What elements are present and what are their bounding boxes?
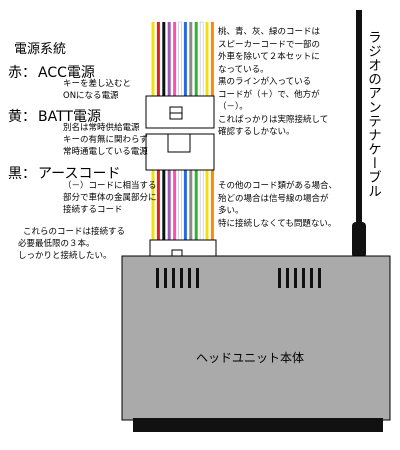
antenna-cable-label: ラジオのアンテナケーブル [365,30,381,198]
speaker-note-line-2: スピーカーコードで一部の [218,39,321,50]
vent-slots-right [278,268,321,288]
speaker-note-line-4: なっている。 [218,64,269,75]
legend-red-desc-2: ONになる電源 [63,91,119,101]
legend-red-desc-1: キーを差し込むと [63,79,132,89]
legend-yellow-name: BATT電源 [38,109,101,125]
connector-upper [145,95,215,129]
other-wires-note-line-3: 多い。 [218,206,244,216]
legend-black-name: アースコード [38,166,121,182]
vent-slot [180,268,183,288]
speaker-note-line-1: 桃、青、灰、緑のコードは [218,27,321,37]
vent-slot [278,268,281,288]
wire-bundle-lower [151,169,214,241]
other-wires-note: その他のコード類がある場合、 殆どの場合は信号線の場合が 多い。 特に接続しなく… [218,180,337,230]
legend-yellow-desc-1: 別名は常時供給電源 [63,123,140,133]
legend-yellow-key: 黄： [8,109,36,125]
legend-black-key: 黒： [8,166,36,182]
speaker-note-line-8: これぱっかりは実際接続して [218,114,329,125]
legend-footer-3: しっかりと接続したい。 [18,251,112,261]
legend-yellow-desc-2: キーの有無に関わらず [63,135,148,145]
speaker-note-line-6: コードが（＋）で、他方が [218,89,320,100]
legend-yellow-desc-3: 常時通電している電源 [63,147,148,157]
wire-9 [199,169,204,241]
legend-footer-2: 必要最低限の３本。 [18,239,95,249]
wire-9 [199,21,204,97]
vent-slot [318,268,321,288]
vent-slot [172,268,175,288]
other-wires-note-line-4: 特に接続しなくても問題ない。 [218,218,337,229]
antenna-cable [352,10,366,258]
legend-black-desc-3: 接続するコード [63,205,123,215]
vent-slot [164,268,167,288]
vent-slot [286,268,289,288]
vent-slot [302,268,305,288]
vent-slot [310,268,313,288]
other-wires-note-line-1: その他のコード類がある場合、 [218,181,338,191]
legend-red-key: 赤： [8,65,36,81]
speaker-note-line-9: 確認するしかない。 [218,127,295,137]
speaker-note: 桃、青、灰、緑のコードは スピーカーコードで一部の 外車を除いて２本セットに な… [218,26,328,139]
legend-title: 電源系統 [14,42,67,57]
vent-slots-left [156,268,199,288]
legend-black-desc-2: 部分で車体の金属部分に [63,193,157,203]
vent-slot [188,268,191,288]
wire-bundle-upper [151,21,214,97]
speaker-note-line-5: 黒のラインが入っている [218,77,312,87]
wire-5 [178,169,182,241]
connector-lower [145,133,215,171]
legend-black-desc-1: （－）コードに相当する [63,181,157,191]
vent-slot [196,268,199,288]
head-unit [121,255,391,432]
legend-footer-1: これらのコードは接続する [23,227,126,237]
speaker-note-line-3: 外車を除いて２本セットに [218,52,320,62]
vent-slot [156,268,159,288]
vent-slot [294,268,297,288]
head-unit-label: ヘッドユニット本体 [196,351,305,365]
legend-red-name: ACC電源 [38,65,95,81]
wire-5 [178,21,182,97]
speaker-note-line-7: （－）。 [218,102,248,112]
other-wires-note-line-2: 殆どの場合は信号線の場合が [218,193,329,204]
